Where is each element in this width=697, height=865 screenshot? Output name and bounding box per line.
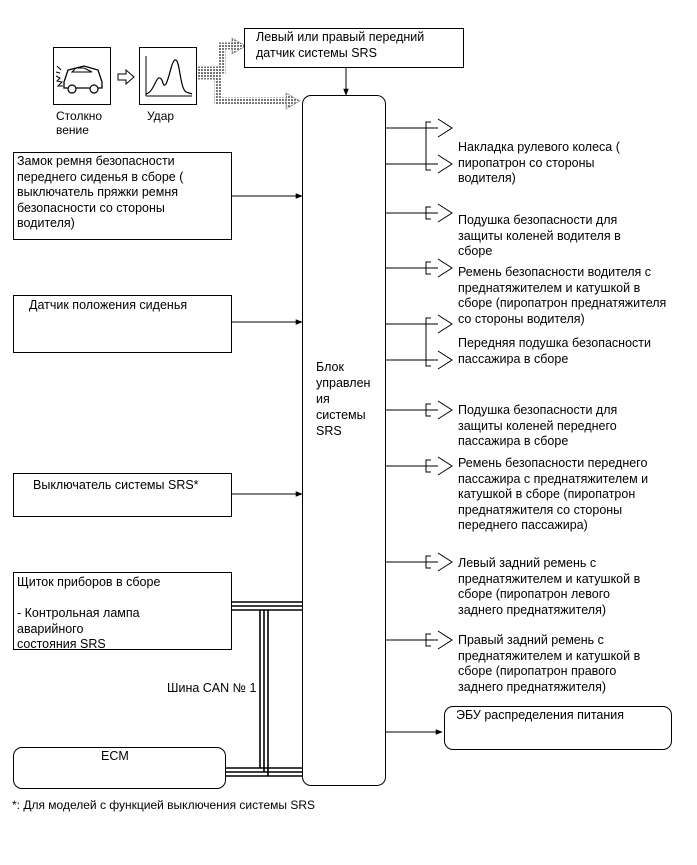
collision-label: Столкно вение [56, 109, 102, 137]
output-label-passenger-airbag: Передняя подушка безопасности пассажира … [458, 336, 651, 366]
footnote: *: Для моделей с функцией выключения сис… [12, 798, 316, 812]
output-label-passenger-knee-airbag: Подушка безопасности для защиты коленей … [458, 403, 618, 448]
srs-control-unit-box [302, 95, 386, 786]
squib-icon [437, 456, 453, 476]
input-label-ecm: ECM [101, 749, 129, 763]
squib-icon [437, 400, 453, 420]
impact-waveform-icon [145, 56, 193, 97]
input-box-srs-switch [13, 473, 232, 517]
impact-label: Удар [147, 109, 175, 123]
srs-control-unit-label: Блок управлен ия системы SRS [316, 360, 371, 438]
collision-image-box [53, 47, 111, 105]
power-distribution-ecu-box [444, 706, 672, 750]
output-label-steering-pad: Накладка рулевого колеса ( пиропатрон со… [458, 140, 620, 185]
squib-icon [437, 314, 453, 334]
output-squibs [386, 118, 453, 650]
output-label-driver-knee-airbag: Подушка безопасности для защиты коленей … [458, 213, 621, 258]
impact-graph-box [139, 47, 197, 105]
squib-bracket [425, 317, 431, 367]
output-label-rear-right-seatbelt: Правый задний ремень с преднатяжителем и… [458, 633, 641, 694]
input-box-seat-buckle [13, 152, 232, 240]
squib-icon [437, 350, 453, 370]
power-distribution-ecu-label: ЭБУ распределения питания [456, 708, 625, 722]
squib-bracket [425, 121, 431, 171]
input-label-seat-position: Датчик положения сиденья [29, 298, 188, 312]
collision-to-impact-arrow [117, 68, 135, 86]
impact-signal-arrows [198, 37, 301, 110]
squib-icon [437, 118, 453, 138]
squib-icon [437, 630, 453, 650]
squib-icon [437, 552, 453, 572]
output-label-rear-left-seatbelt: Левый задний ремень с преднатяжителем и … [458, 556, 641, 617]
squib-icon [437, 258, 453, 278]
output-label-passenger-seatbelt: Ремень безопасности переднего пассажира … [458, 456, 649, 532]
input-box-seat-position [13, 295, 232, 353]
front-srs-sensor-label: Левый или правый передний датчик системы… [256, 30, 425, 60]
squib-icon [437, 154, 453, 174]
can-bus-lines [225, 601, 302, 777]
input-label-srs-switch: Выключатель системы SRS* [33, 478, 199, 492]
squib-icon [437, 203, 453, 223]
front-srs-sensor-box [244, 28, 464, 68]
input-label-seat-buckle: Замок ремня безопасности переднего сиден… [17, 154, 184, 230]
car-crash-icon [55, 65, 103, 94]
input-box-ecm [13, 747, 226, 789]
can-bus-label: Шина CAN № 1 [167, 681, 257, 695]
output-label-driver-seatbelt: Ремень безопасности водителя с преднатяж… [458, 265, 667, 326]
input-box-instrument-cluster [13, 572, 232, 650]
input-label-instrument-cluster: Щиток приборов в сборе - Контрольная лам… [17, 575, 161, 651]
